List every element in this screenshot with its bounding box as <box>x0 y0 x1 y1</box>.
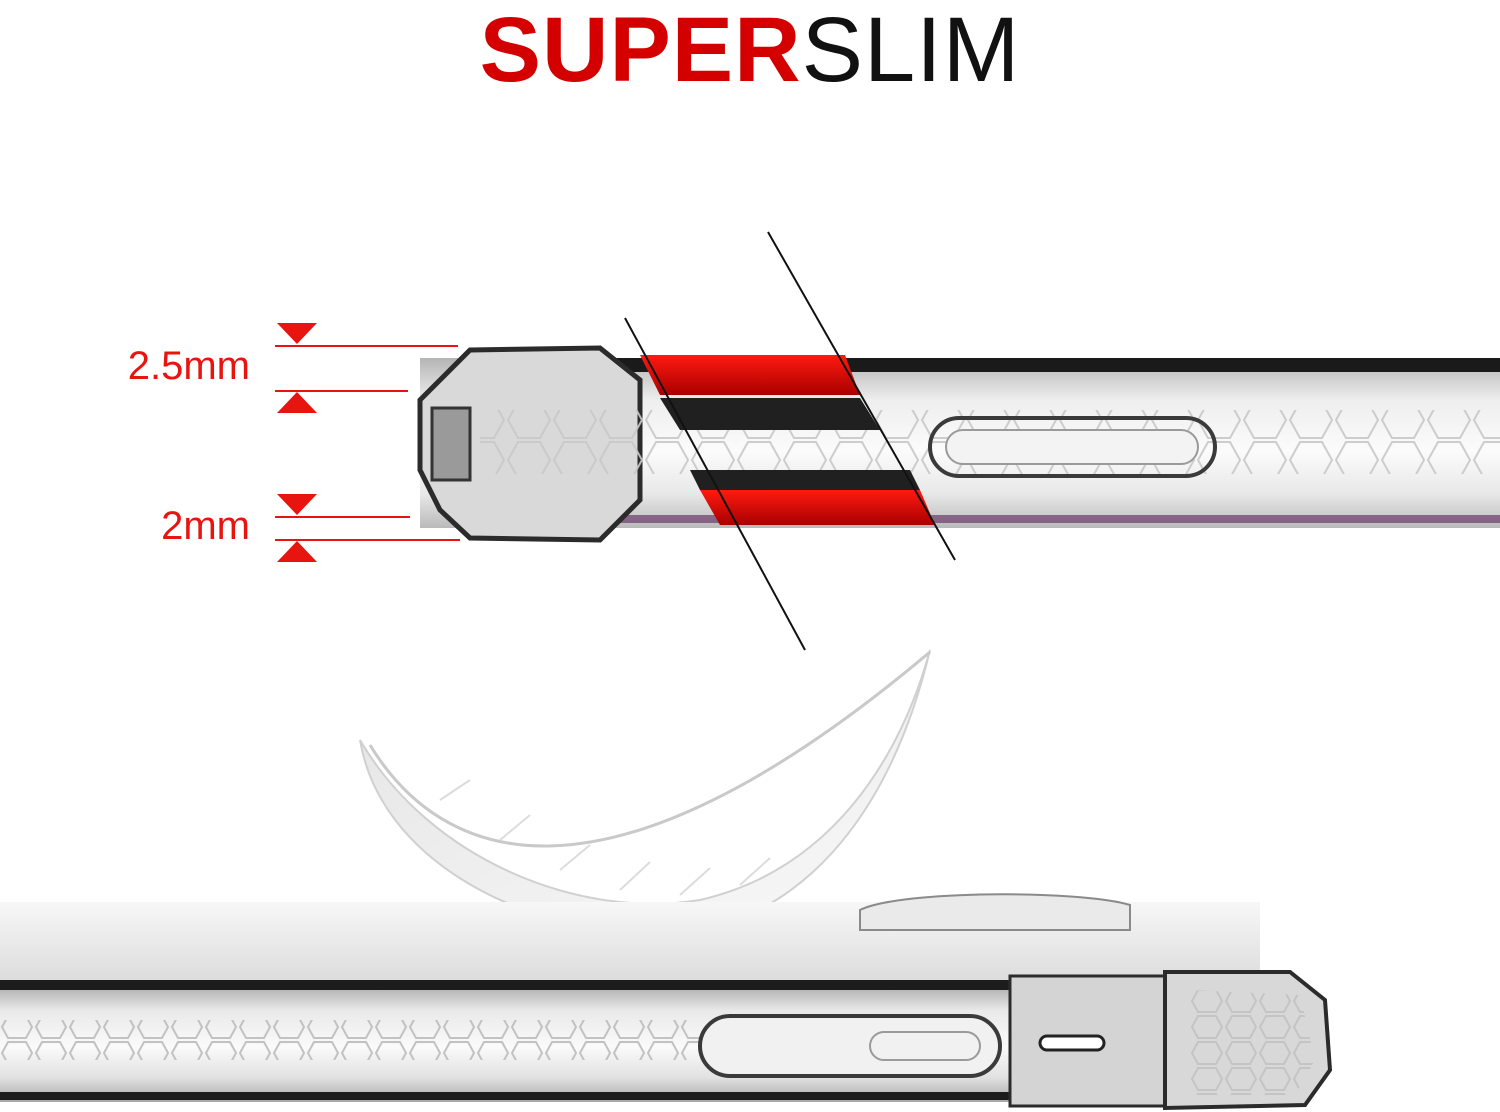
headline: SUPERSLIM <box>0 0 1500 100</box>
cutaway-bottom-band <box>700 490 935 525</box>
dimension-label-bottom: 2mm <box>161 504 250 548</box>
arrow-up-icon <box>277 392 317 413</box>
arrow-down-icon <box>277 323 317 344</box>
arrow-down-icon <box>277 494 317 515</box>
dimension-markers <box>275 323 460 562</box>
headline-slim: SLIM <box>801 0 1021 101</box>
top-phone-edge <box>417 231 1500 651</box>
side-button-top <box>928 416 1217 478</box>
bottom-phone <box>0 893 1333 1111</box>
cutaway-top-band <box>640 355 860 395</box>
arrow-up-icon <box>277 541 317 562</box>
headline-super: SUPER <box>479 0 802 101</box>
feather-icon <box>359 649 931 937</box>
side-button-bottom <box>698 1014 1002 1078</box>
dimension-label-top: 2.5mm <box>127 344 250 388</box>
speaker-slot <box>1038 1034 1106 1052</box>
